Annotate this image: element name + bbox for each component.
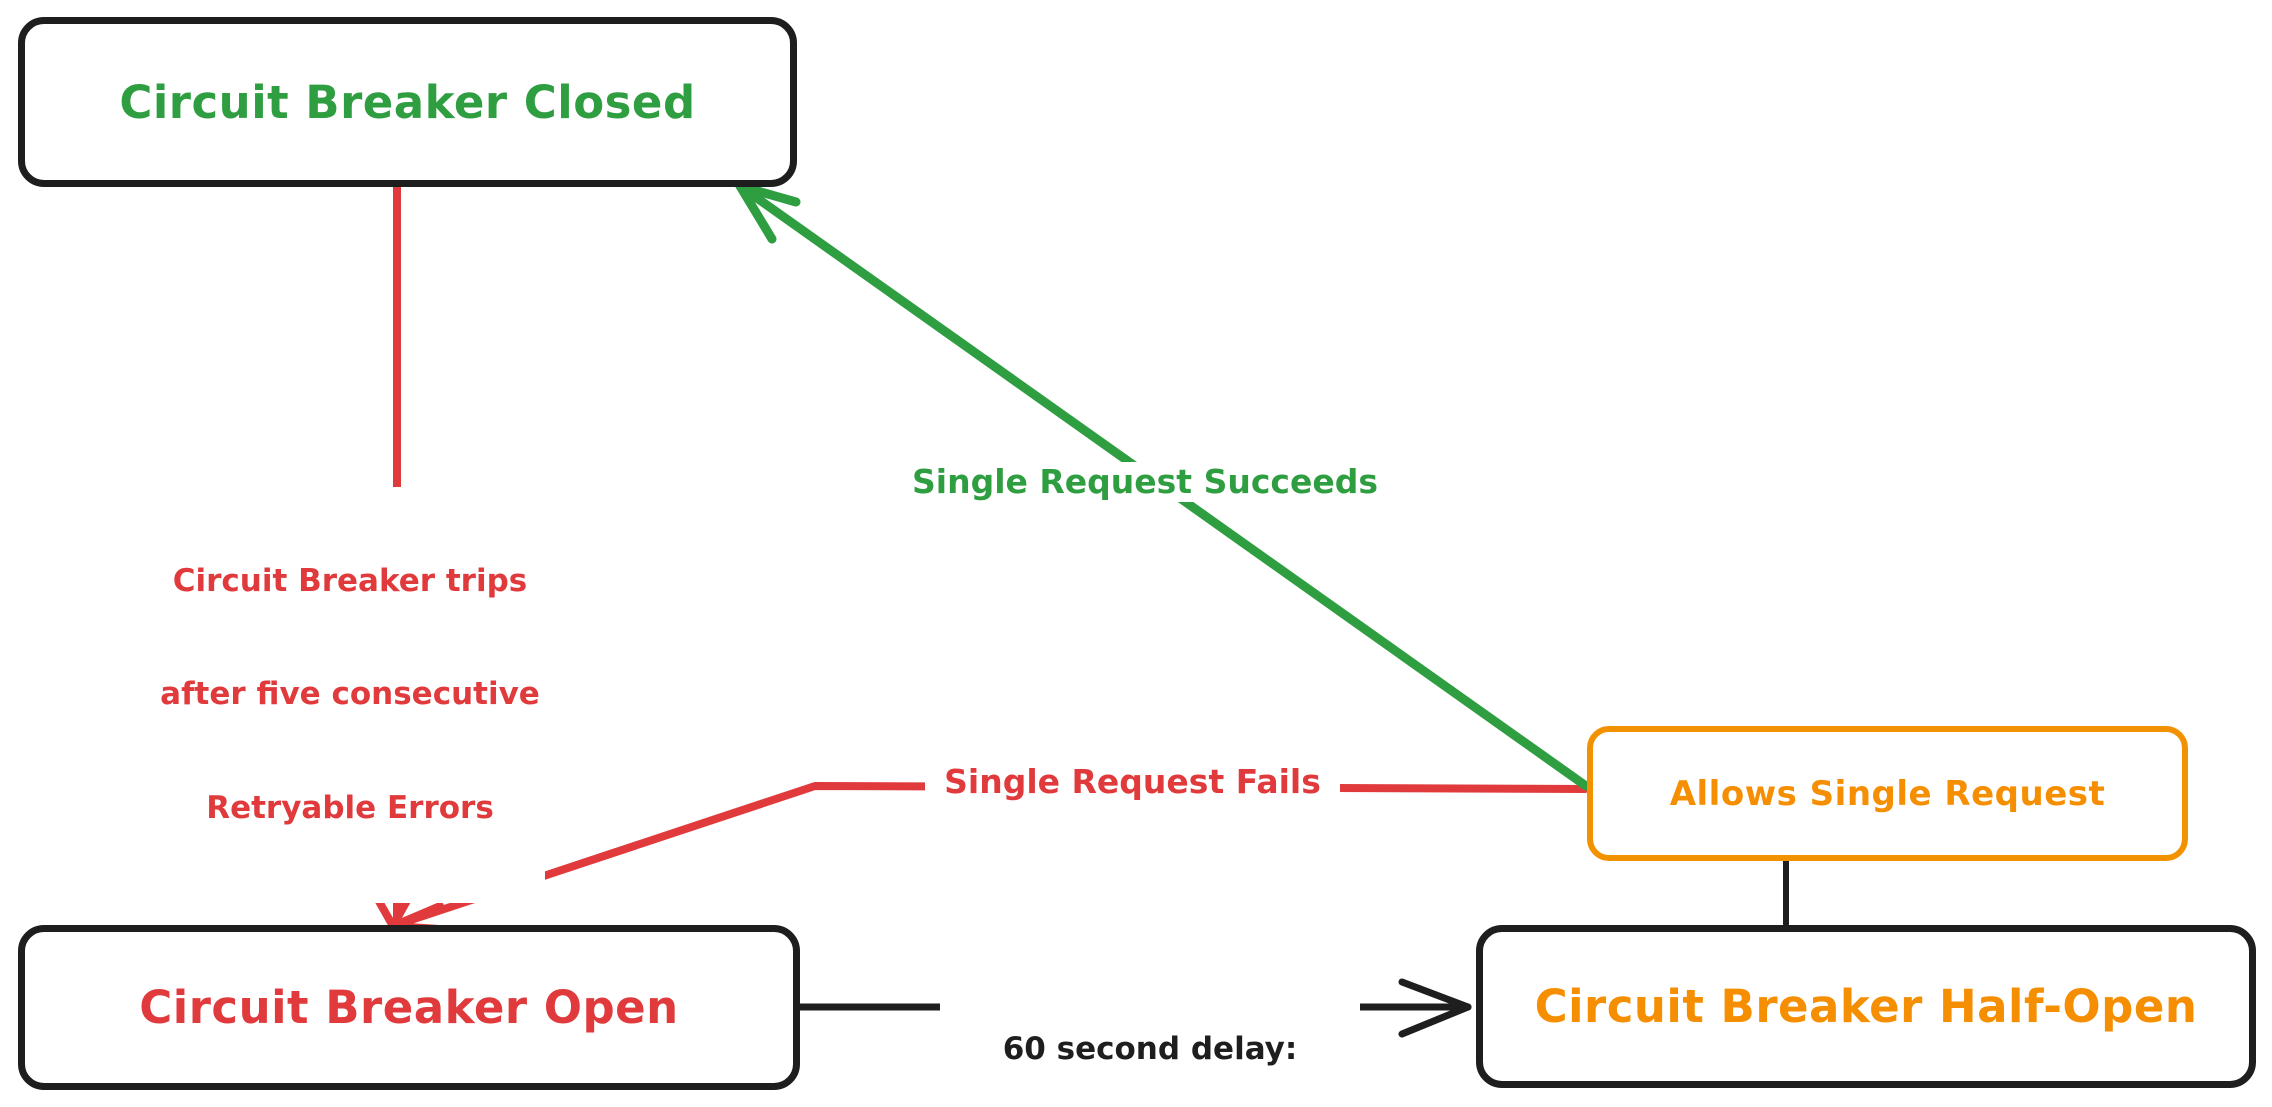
- edge-label-open-to-half-open: 60 second delay: No requests allowed: [940, 955, 1360, 1107]
- edge-label-line-2: after five consecutive: [160, 676, 540, 713]
- edge-label-line-1: 60 second delay:: [1002, 1030, 1298, 1067]
- node-circuit-breaker-closed[interactable]: Circuit Breaker Closed: [18, 17, 797, 187]
- node-label-closed: Circuit Breaker Closed: [119, 75, 696, 129]
- node-allows-single-request[interactable]: Allows Single Request: [1587, 726, 2188, 861]
- node-label-allows-single-request: Allows Single Request: [1669, 773, 2106, 814]
- node-label-open: Circuit Breaker Open: [139, 981, 679, 1034]
- node-label-half-open: Circuit Breaker Half-Open: [1534, 980, 2198, 1033]
- edge-label-single-request-fails: Single Request Fails: [925, 762, 1340, 803]
- node-circuit-breaker-half-open[interactable]: Circuit Breaker Half-Open: [1476, 925, 2256, 1088]
- node-circuit-breaker-open[interactable]: Circuit Breaker Open: [18, 925, 800, 1090]
- edge-label-line-1: Circuit Breaker trips: [172, 562, 528, 599]
- edge-label-closed-to-open: Circuit Breaker trips after five consecu…: [155, 487, 545, 903]
- edge-label-line-3: Retryable Errors: [206, 789, 494, 826]
- edge-label-single-request-succeeds: Single Request Succeeds: [900, 462, 1390, 503]
- edge-allows-to-open: [389, 782, 1589, 935]
